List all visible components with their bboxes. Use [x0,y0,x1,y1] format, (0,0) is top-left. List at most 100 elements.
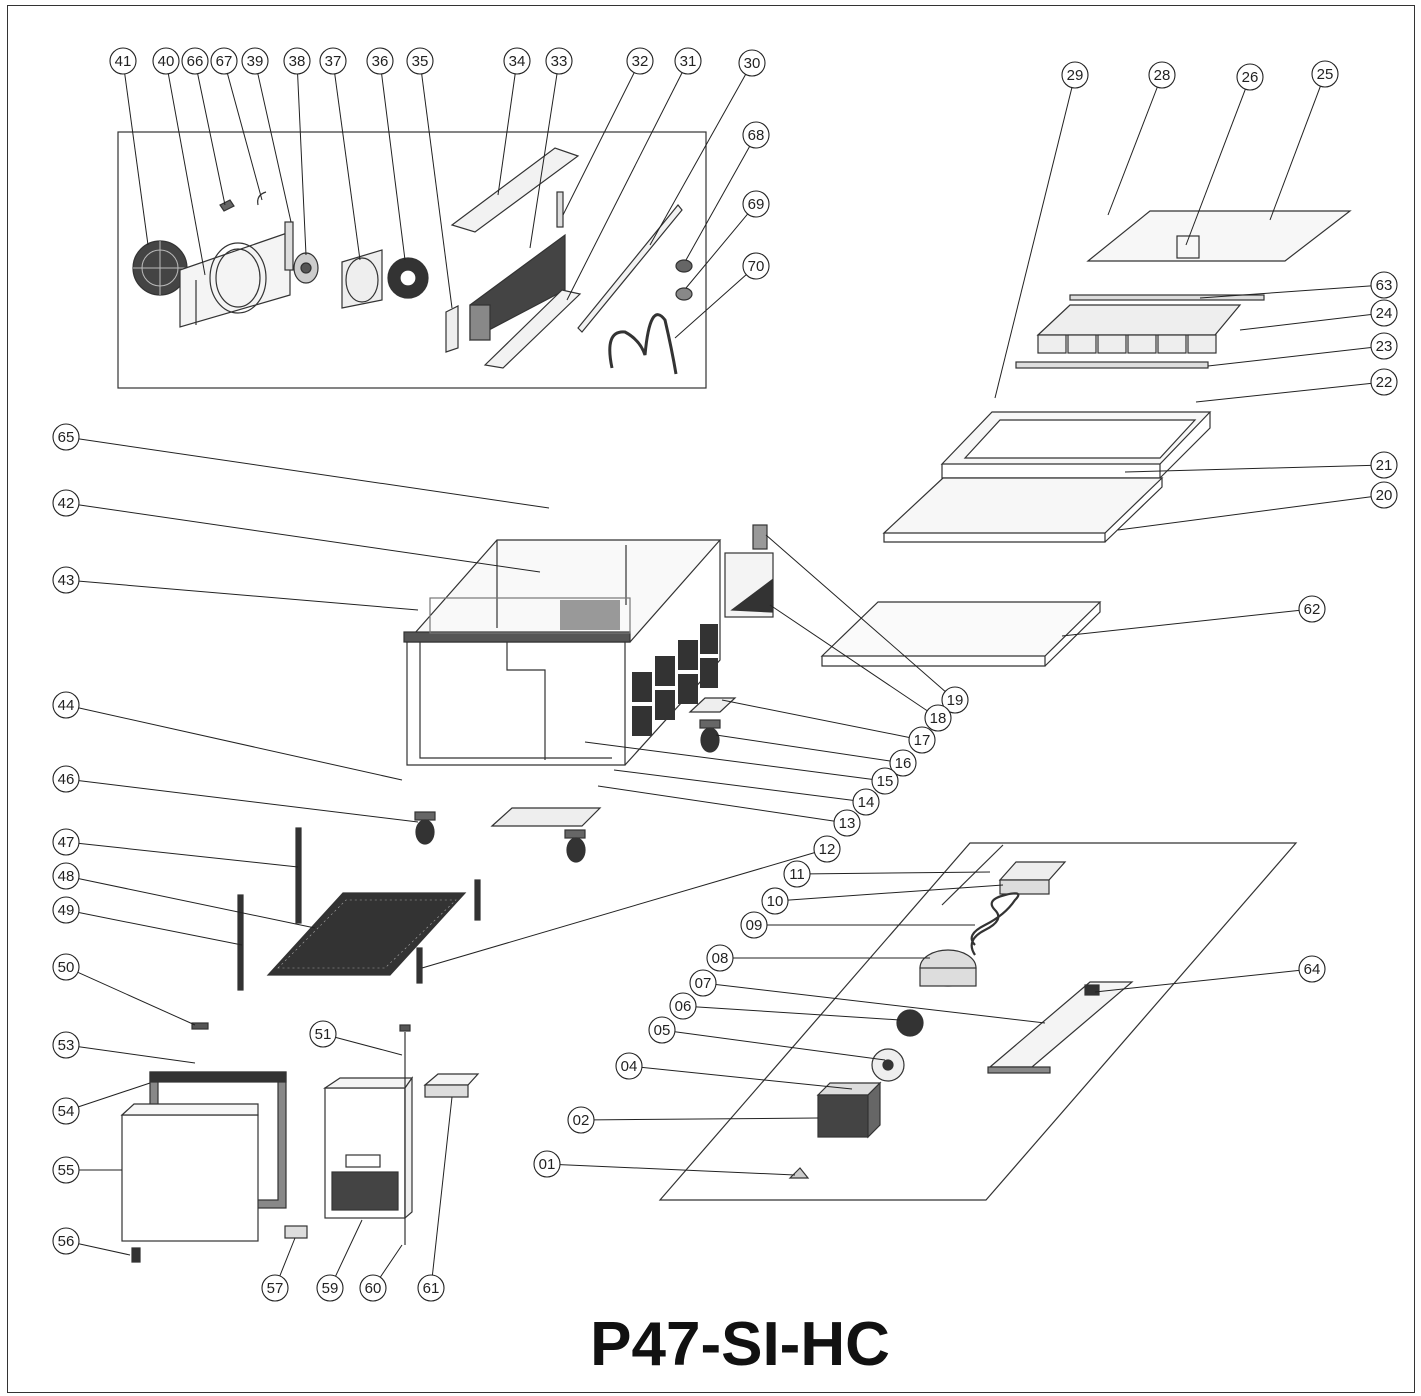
callout-34: 34 [497,47,531,196]
callout-number: 12 [819,841,836,858]
callout-bubble [1061,61,1089,89]
callout-65: 65 [52,423,550,509]
callout-leader [787,884,1004,901]
callout-number: 65 [58,429,75,446]
callout-bubble [52,1227,80,1255]
callout-bubble [889,749,917,777]
part-evaporator-coil [469,233,566,341]
callout-leader [334,73,361,261]
callout-number: 53 [58,1037,75,1054]
callout-number: 70 [748,258,765,275]
callout-leader [431,1096,453,1276]
callout-bubble [52,566,80,594]
part-fan-guard [132,240,188,296]
callout-35: 35 [406,47,453,309]
part-base-plate [987,981,1134,1074]
callout-number: 28 [1154,67,1171,84]
callout-number: 10 [767,893,784,910]
callout-number: 07 [695,975,712,992]
callout-number: 19 [947,692,964,709]
callout-57: 57 [261,1237,296,1302]
part-fan-plate [179,231,291,328]
callout-68: 68 [685,121,770,261]
callout-number: 69 [748,196,765,213]
callout-number: 25 [1317,66,1334,83]
part-lid [1086,210,1352,262]
callout-number: 59 [322,1280,339,1297]
callout-leader [613,769,854,801]
callout-number: 05 [654,1022,671,1039]
callout-leader [77,971,196,1026]
callout-number: 43 [58,572,75,589]
callout-leader [78,912,243,946]
part-cutting-board [820,601,1102,667]
callout-04: 04 [615,1052,853,1090]
callout-07: 07 [689,969,1046,1024]
part-shelf-support-right [237,894,244,991]
callout-number: 21 [1376,457,1393,474]
callout-bubble [1370,332,1398,360]
callout-bubble [52,862,80,890]
callout-number: 57 [267,1280,284,1297]
callout-53: 53 [52,1031,196,1064]
callout-number: 15 [877,773,894,790]
callout-leader [1239,314,1372,331]
callout-leader [566,72,683,301]
callout-leader [584,741,873,780]
callout-leader [685,146,751,261]
part-side-plate [445,305,459,353]
callout-number: 13 [839,815,856,832]
callout-bubble [241,47,269,75]
callout-leader [765,534,946,692]
callout-44: 44 [52,691,403,781]
callout-11: 11 [783,860,991,888]
callout-number: 60 [365,1280,382,1297]
callout-bubble [309,1020,337,1048]
callout-number: 01 [539,1156,556,1173]
part-fan-motor [293,252,319,284]
part-shelf-support-left [295,827,302,924]
callout-leader [721,699,910,738]
callout-bubble [941,686,969,714]
callout-leader [421,852,815,969]
callout-number: 22 [1376,374,1393,391]
callout-leader [559,1164,796,1176]
callout-69: 69 [685,190,770,289]
part-rail [1069,294,1265,301]
part-pan-divider [1015,361,1209,369]
callout-leader [379,1244,403,1278]
callout-number: 06 [675,998,692,1015]
callout-62: 62 [1061,595,1326,637]
callout-bubble [52,765,80,793]
part-caster-plate-rear [688,697,737,713]
part-drip-cover [450,147,580,233]
callout-01: 01 [533,1150,796,1178]
callout-number: 64 [1304,961,1321,978]
callout-leader [1124,464,1372,473]
callout-leader [597,785,835,822]
callout-number: 50 [58,959,75,976]
callout-bubble [1370,368,1398,396]
part-drain-tray [483,289,582,369]
callout-bubble [366,47,394,75]
part-cabinet [403,539,722,766]
callout-bubble [52,1156,80,1184]
callout-leader [1117,496,1372,531]
callout-number: 26 [1242,69,1259,86]
callout-12: 12 [421,835,841,969]
callout-leader [695,1006,901,1021]
callout-bubble [283,47,311,75]
callout-leader [1199,285,1372,299]
callout-21: 21 [1124,451,1398,479]
callout-leader [335,1219,363,1277]
callout-bubble [783,860,811,888]
part-wire-shelf [266,892,467,976]
part-hinge-bottom [131,1247,141,1263]
callout-number: 68 [748,127,765,144]
callout-17: 17 [721,699,936,754]
part-rear-lid [882,477,1164,543]
callout-39: 39 [241,47,292,223]
part-clamp [788,1167,810,1179]
callout-leader [497,73,516,196]
